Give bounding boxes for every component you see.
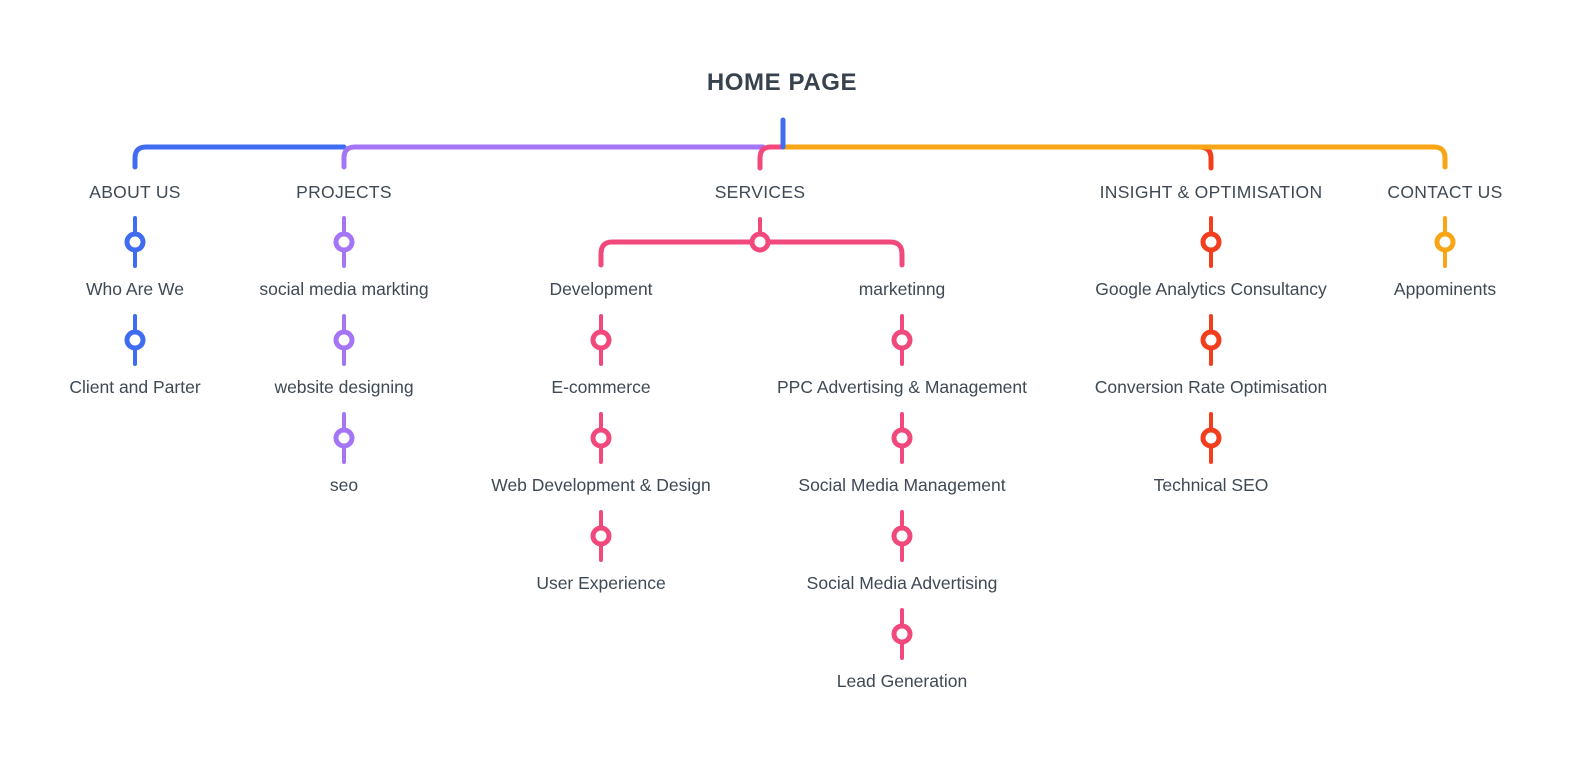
node-label-social-media-management: Social Media Management (798, 475, 1006, 495)
node-label-marketinng: marketinng (858, 279, 946, 299)
node-marker-services (749, 231, 771, 253)
node-label-user-experience: User Experience (536, 573, 666, 593)
node-label-technical-seo: Technical SEO (1153, 475, 1269, 495)
branch-label-projects: PROJECTS (296, 182, 392, 202)
node-marker-website-designing (333, 329, 355, 351)
node-marker-conversion-rate (1200, 329, 1222, 351)
branch-label-services: SERVICES (714, 182, 806, 202)
branch-label-about-us: ABOUT US (89, 182, 181, 202)
node-marker-social-media-advertising (891, 525, 913, 547)
node-label-social-media-markting: social media markting (259, 279, 429, 299)
connector-projects (341, 144, 766, 170)
node-label-seo: seo (329, 475, 359, 495)
node-marker-who-are-we (124, 231, 146, 253)
node-marker-social-media-markting (333, 231, 355, 253)
node-label-web-development-design: Web Development & Design (491, 475, 711, 495)
node-label-ppc-advertising: PPC Advertising & Management (777, 377, 1027, 397)
connector-contact-us (780, 144, 1448, 170)
node-marker-e-commerce (590, 329, 612, 351)
node-marker-client-and-parter (124, 329, 146, 351)
connector-insight (1196, 144, 1214, 171)
node-label-e-commerce: E-commerce (551, 377, 651, 397)
node-marker-seo (333, 427, 355, 449)
node-marker-web-development-design (590, 427, 612, 449)
node-marker-google-analytics (1200, 231, 1222, 253)
connector-services (757, 144, 786, 171)
node-marker-social-media-management (891, 427, 913, 449)
node-marker-technical-seo (1200, 427, 1222, 449)
node-marker-lead-generation (891, 623, 913, 645)
page-title: HOME PAGE (706, 69, 858, 96)
branch-label-insight: INSIGHT & OPTIMISATION (1099, 182, 1323, 202)
node-label-who-are-we: Who Are We (86, 279, 184, 299)
node-label-appominents: Appominents (1393, 279, 1497, 299)
connector-about-us (132, 144, 347, 170)
node-label-website-designing: website designing (274, 377, 414, 397)
node-marker-ppc-advertising (891, 329, 913, 351)
node-label-client-and-parter: Client and Parter (69, 377, 201, 397)
branch-label-contact-us: CONTACT US (1387, 182, 1503, 202)
node-label-development: Development (549, 279, 653, 299)
node-marker-appominents (1434, 231, 1456, 253)
node-label-google-analytics: Google Analytics Consultancy (1095, 279, 1327, 299)
node-label-lead-generation: Lead Generation (836, 671, 968, 691)
node-marker-user-experience (590, 525, 612, 547)
node-label-conversion-rate: Conversion Rate Optimisation (1094, 377, 1328, 397)
node-label-social-media-advertising: Social Media Advertising (806, 573, 998, 593)
